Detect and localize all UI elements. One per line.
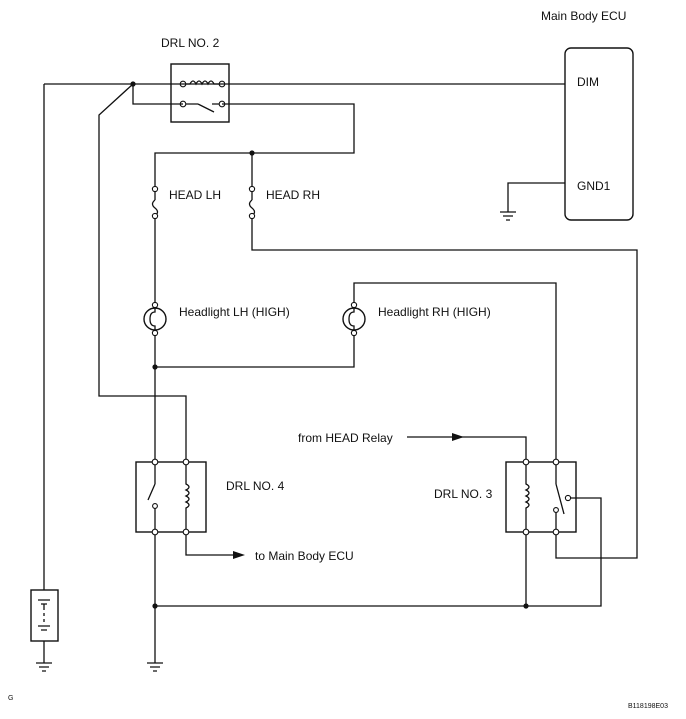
drl4-terminal: [182, 528, 190, 536]
junction-dot: [152, 603, 158, 609]
dim-terminal-label: DIM: [577, 75, 599, 89]
corner-code: G: [8, 695, 13, 702]
wire-drl4-to-ecu: [185, 532, 235, 556]
battery-box: [30, 589, 59, 642]
drl4-box: [135, 461, 207, 533]
headlight-rh: Headlight RH (HIGH): [342, 301, 491, 337]
drl-no2-relay: DRL NO. 2: [161, 36, 230, 123]
wire-lamp-link: [155, 331, 355, 368]
drl3-terminal: [552, 528, 560, 536]
from-head-relay-label: from HEAD Relay: [298, 431, 393, 445]
drl3-contact: [553, 507, 559, 513]
wire-drl2-switch-in: [132, 84, 183, 105]
drl4-terminal: [151, 458, 159, 466]
drl2-box: [170, 63, 230, 123]
headlight-lh: Headlight LH (HIGH): [143, 301, 290, 337]
fuse-terminal: [248, 185, 256, 193]
arrow-right-icon: [233, 551, 245, 559]
drl3-label: DRL NO. 3: [434, 487, 493, 501]
drl4-terminal: [151, 528, 159, 536]
drl-no3-relay: DRL NO. 3: [434, 458, 577, 536]
arrows: [233, 433, 464, 559]
battery-icon: [38, 599, 50, 631]
drl3-terminal: [522, 528, 530, 536]
grounds: [36, 211, 516, 672]
wire-left-bus: [98, 83, 187, 462]
junction-dot: [152, 364, 158, 370]
junction-dot: [523, 603, 529, 609]
lamp-lh-label: Headlight LH (HIGH): [179, 305, 290, 319]
junction-nodes: [130, 81, 529, 609]
drl-no4-relay: DRL NO. 4: [135, 458, 285, 536]
drl4-terminal: [182, 458, 190, 466]
fuse-rh-label: HEAD RH: [266, 188, 320, 202]
wire-lamp-rh-top: [353, 282, 557, 462]
gnd1-terminal-label: GND1: [577, 179, 611, 193]
to-main-body-ecu-label: to Main Body ECU: [255, 549, 354, 563]
fuse-lh-label: HEAD LH: [169, 188, 221, 202]
fuse-head-lh: HEAD LH: [151, 185, 221, 220]
arrow-right-icon: [452, 433, 464, 441]
battery: [30, 589, 59, 642]
lamp-terminal: [151, 329, 159, 337]
junction-dot: [130, 81, 136, 87]
wire-ground-bus: [155, 497, 602, 607]
ground-icon: [36, 662, 52, 672]
wire-drl2-out: [154, 103, 355, 200]
document-code: B118198E03: [628, 703, 668, 710]
drl2-switch: [183, 103, 222, 113]
fuse-terminal: [151, 212, 159, 220]
drl3-terminal: [552, 458, 560, 466]
fuse-terminal: [151, 185, 159, 193]
wires: [43, 83, 638, 663]
drl3-coil: [524, 462, 530, 532]
ecu-box: [564, 47, 634, 221]
drl3-box: [505, 461, 577, 533]
drl3-terminal: [564, 494, 572, 502]
ecu-title: Main Body ECU: [541, 9, 626, 23]
lamp-terminal: [350, 329, 358, 337]
ground-icon: [500, 211, 516, 221]
drl3-terminal: [522, 458, 530, 466]
wire-from-head-relay: [407, 436, 527, 462]
drl4-switch: [147, 462, 156, 532]
wire-rh-to-drl3: [251, 216, 638, 559]
drl2-label: DRL NO. 2: [161, 36, 220, 50]
junction-dot: [249, 150, 255, 156]
lamp-terminal: [350, 301, 358, 309]
drl4-contact: [152, 503, 158, 509]
lamp-filament: [149, 307, 156, 331]
drl4-coil: [184, 462, 190, 532]
wire-gnd1: [507, 182, 565, 212]
main-body-ecu: Main Body ECU DIM GND1: [541, 9, 634, 221]
ground-icon: [147, 662, 163, 672]
fuse-terminal: [248, 212, 256, 220]
drl4-label: DRL NO. 4: [226, 479, 285, 493]
lamp-terminal: [151, 301, 159, 309]
drl3-switch: [555, 462, 565, 532]
lamp-filament: [348, 307, 355, 331]
lamp-rh-label: Headlight RH (HIGH): [378, 305, 491, 319]
fuse-head-rh: HEAD RH: [248, 185, 320, 220]
